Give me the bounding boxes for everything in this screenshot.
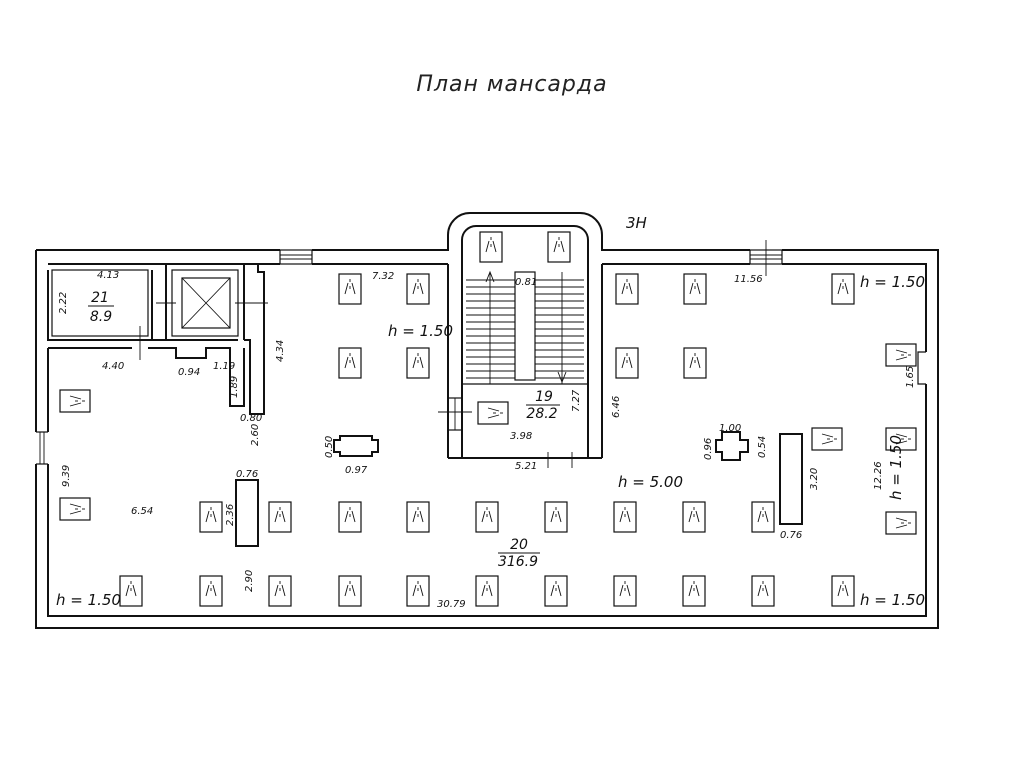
height-bottom-left: h = 1.50 bbox=[56, 591, 121, 609]
room-21-area: 8.9 bbox=[90, 309, 112, 325]
dim-4-13: 4.13 bbox=[97, 270, 119, 281]
dim-4-34: 4.34 bbox=[275, 340, 286, 362]
dim-0-50: 0.50 bbox=[324, 436, 335, 458]
dim-0-81: 0.81 bbox=[515, 277, 537, 288]
dim-9-39: 9.39 bbox=[61, 465, 72, 487]
height-bottom-right: h = 1.50 bbox=[860, 591, 925, 609]
dim-4-40: 4.40 bbox=[102, 361, 124, 372]
dim-0-80: 0.80 bbox=[240, 413, 262, 424]
room-21-label: 21 8.9 bbox=[88, 290, 114, 325]
room-20-area: 316.9 bbox=[498, 554, 538, 570]
dim-2-60: 2.60 bbox=[250, 424, 261, 446]
room-21-number: 21 bbox=[91, 290, 109, 306]
height-top-right: h = 1.50 bbox=[860, 273, 925, 291]
column-step bbox=[715, 431, 749, 461]
room-20-number: 20 bbox=[510, 537, 528, 553]
dim-3-20: 3.20 bbox=[809, 468, 820, 490]
dim-1-00: 1.00 bbox=[719, 423, 741, 434]
dim-3-98: 3.98 bbox=[510, 431, 532, 442]
window-top-left bbox=[279, 249, 313, 265]
dim-1-89: 1.89 bbox=[229, 376, 240, 398]
dim-5-21: 5.21 bbox=[515, 461, 537, 472]
dim-0-76-right: 0.76 bbox=[780, 530, 802, 541]
right-wall-niche bbox=[917, 351, 926, 385]
dim-7-32: 7.32 bbox=[372, 271, 394, 282]
height-main: h = 5.00 bbox=[618, 473, 683, 491]
room-19-number: 19 bbox=[535, 389, 553, 405]
column-left bbox=[235, 479, 259, 547]
height-center: h = 1.50 bbox=[388, 322, 453, 340]
dim-7-27: 7.27 bbox=[571, 389, 582, 412]
window-top-right bbox=[749, 240, 783, 276]
stair-well bbox=[514, 271, 536, 381]
interior-partitions bbox=[47, 264, 268, 415]
column-right bbox=[779, 433, 803, 525]
dim-1-19: 1.19 bbox=[213, 361, 235, 372]
height-right-vertical: h = 1.50 bbox=[887, 435, 905, 500]
dim-1-65: 1.65 bbox=[905, 366, 916, 388]
dim-12-26: 12.26 bbox=[873, 461, 884, 490]
dim-6-54: 6.54 bbox=[131, 506, 153, 517]
room-19-area: 28.2 bbox=[526, 406, 557, 422]
column-plus bbox=[333, 435, 379, 457]
dim-6-46: 6.46 bbox=[611, 396, 622, 418]
dim-30-79: 30.79 bbox=[437, 599, 466, 610]
dim-0-94: 0.94 bbox=[178, 367, 200, 378]
dim-2-36: 2.36 bbox=[225, 504, 236, 526]
dim-0-76-left: 0.76 bbox=[236, 469, 258, 480]
stair-tower bbox=[438, 225, 603, 468]
dim-0-54: 0.54 bbox=[757, 436, 768, 458]
outer-wall bbox=[35, 212, 939, 629]
dim-11-56: 11.56 bbox=[734, 274, 763, 285]
dimension-labels: 4.13 7.32 0.81 11.56 4.40 0.94 1.19 0.80… bbox=[58, 270, 916, 610]
axis-mark: 3Н bbox=[626, 214, 647, 232]
room-20-label: 20 316.9 bbox=[498, 537, 540, 570]
room-19-label: 19 28.2 bbox=[526, 389, 560, 422]
dim-2-90: 2.90 bbox=[244, 570, 255, 592]
plan-title: План мансарда bbox=[416, 72, 608, 97]
skylights bbox=[59, 231, 917, 607]
dim-0-97: 0.97 bbox=[345, 465, 368, 476]
dim-2-22: 2.22 bbox=[58, 292, 69, 314]
dim-0-96: 0.96 bbox=[703, 438, 714, 460]
